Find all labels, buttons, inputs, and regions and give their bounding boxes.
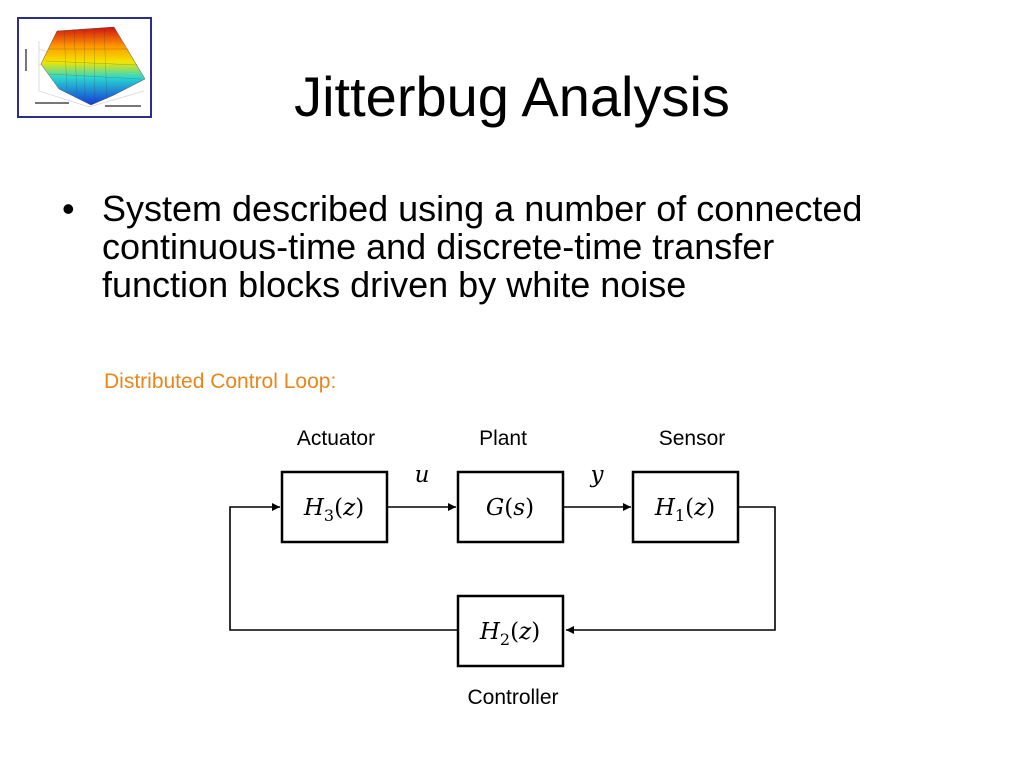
bullet-item: • System described using a number of con…: [62, 190, 982, 304]
svg-text:H2(z): H2(z): [479, 619, 540, 649]
svg-text:G(s): G(s): [486, 495, 534, 521]
sensor-block: H1(z): [631, 470, 740, 544]
actuator-sub: 3: [324, 506, 334, 525]
arrow-controller-to-actuator: [229, 503, 458, 631]
plant-arg: s: [513, 495, 525, 521]
actuator-block: H3(z): [280, 470, 389, 544]
actuator-arg: z: [342, 495, 356, 521]
bullet-line: System described using a number of conne…: [102, 188, 863, 229]
svg-text:H3(z): H3(z): [303, 495, 364, 525]
actuator-fn: H: [303, 495, 325, 521]
logo-surface-plot-icon: [17, 17, 152, 118]
controller-label: Controller: [467, 686, 558, 709]
bullet-line: continuous-time and discrete-time transf…: [102, 226, 775, 267]
svg-text:H1(z): H1(z): [654, 495, 715, 525]
sensor-label: Sensor: [659, 427, 726, 450]
controller-sub: 2: [500, 630, 510, 649]
plant-fn: G: [486, 495, 504, 521]
diagram-heading: Distributed Control Loop:: [104, 370, 337, 393]
bullet-marker: •: [62, 188, 75, 229]
controller-block: H2(z): [456, 594, 565, 668]
arrow-sensor-to-controller: [566, 506, 776, 634]
bullet-line: function blocks driven by white noise: [102, 264, 687, 305]
signal-u-label: u: [415, 462, 430, 488]
sensor-arg: z: [693, 495, 707, 521]
sensor-fn: H: [654, 495, 676, 521]
plant-label: Plant: [479, 427, 527, 450]
slide-title: Jitterbug Analysis: [294, 65, 730, 128]
signal-y-label: y: [590, 462, 605, 488]
sensor-sub: 1: [675, 506, 685, 525]
controller-fn: H: [479, 619, 501, 645]
actuator-label: Actuator: [297, 427, 375, 450]
plant-block: G(s): [456, 470, 565, 544]
bullet-list: • System described using a number of con…: [62, 190, 982, 304]
controller-arg: z: [518, 619, 532, 645]
